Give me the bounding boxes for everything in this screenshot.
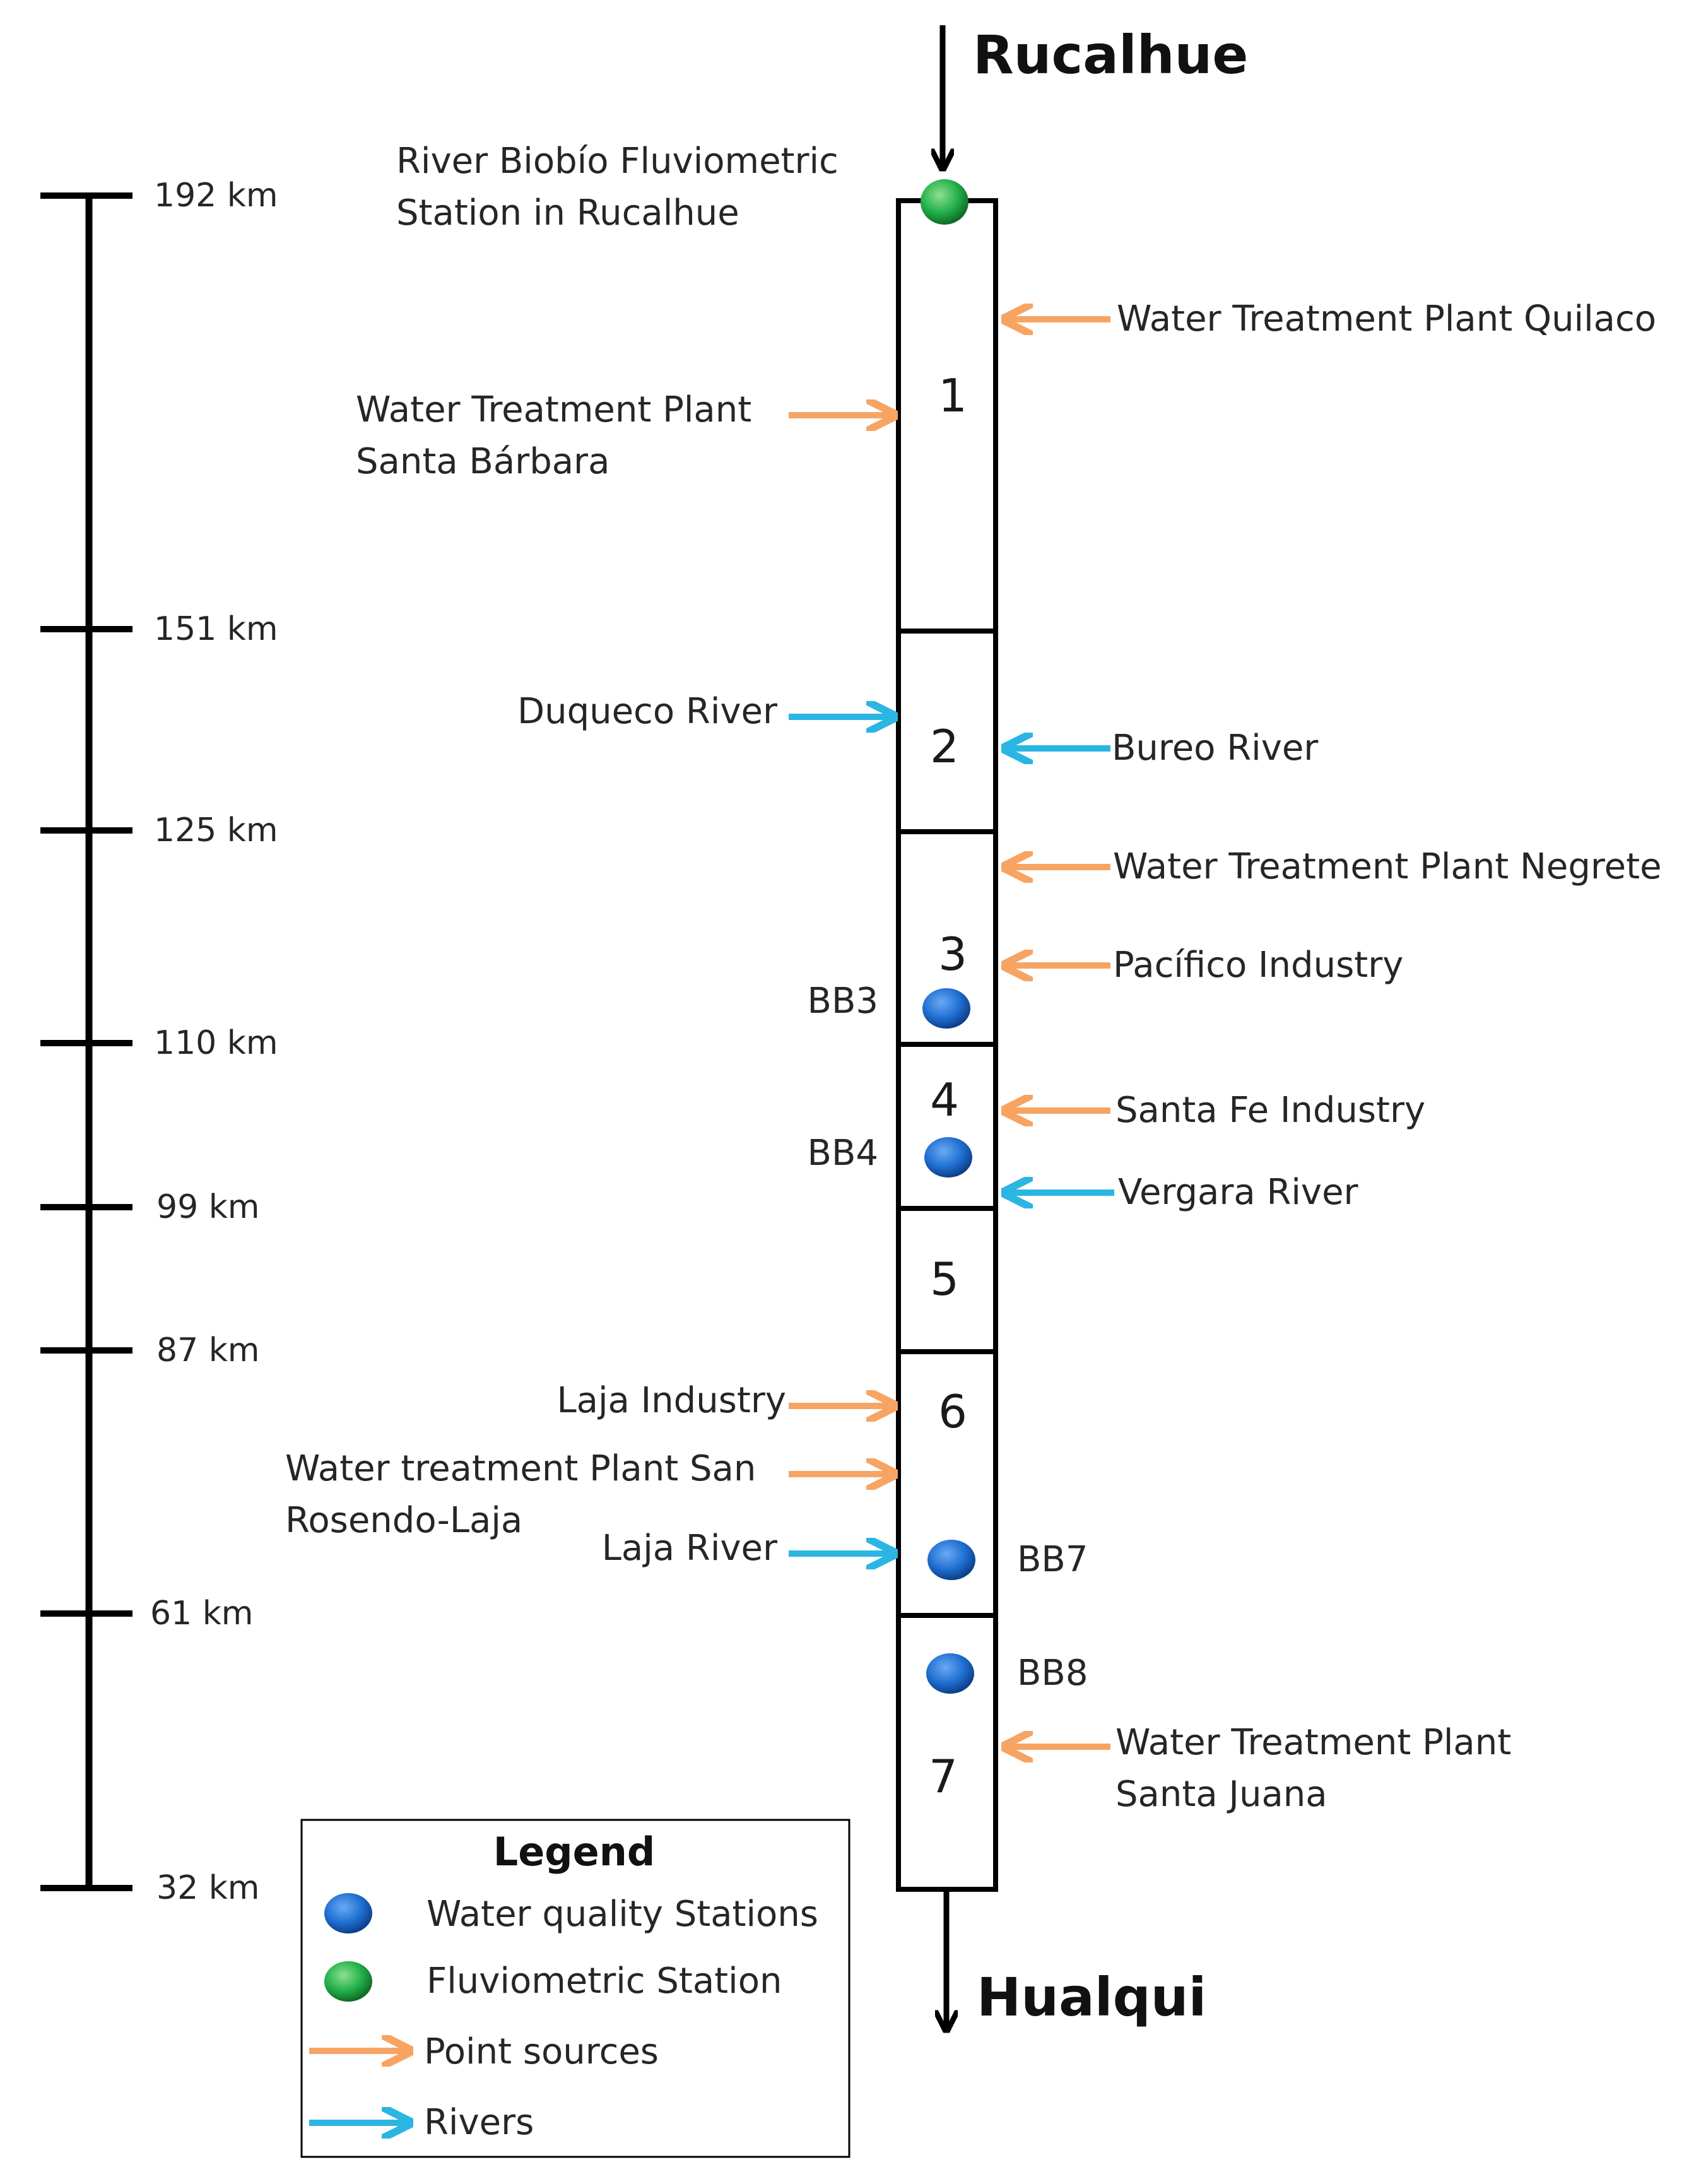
- segment-1-label: 1: [938, 369, 967, 422]
- laja-industry-label: Laja Industry: [556, 1380, 786, 1421]
- scale-label-61: 61 km: [150, 1595, 253, 1632]
- legend-water-quality-marker: [324, 1893, 372, 1933]
- station-bb8-label: BB8: [1017, 1653, 1088, 1694]
- river-channel: [896, 198, 998, 1892]
- wtp-san-rosendo-label-line1: Water treatment Plant San: [285, 1448, 756, 1489]
- station-bb7-marker: [927, 1540, 975, 1580]
- wtp-san-rosendo-label-line2: Rosendo-Laja: [285, 1500, 522, 1541]
- scale-label-151: 151 km: [154, 610, 278, 648]
- fluviometric-station-label-line2: Station in Rucalhue: [396, 192, 739, 233]
- segment-6-label: 6: [938, 1385, 967, 1438]
- station-bb7-label: BB7: [1017, 1539, 1088, 1580]
- scale-label-32: 32 km: [156, 1869, 259, 1907]
- bureo-river-label: Bureo River: [1112, 728, 1319, 769]
- legend-rivers-label: Rivers: [424, 2102, 534, 2143]
- wtp-santa-barbara-label-line1: Water Treatment Plant: [356, 389, 751, 430]
- station-bb4-label: BB4: [808, 1133, 878, 1174]
- laja-river-label: Laja River: [602, 1528, 778, 1569]
- legend-fluviometric-marker: [324, 1961, 372, 2002]
- legend-water-quality-label: Water quality Stations: [427, 1894, 818, 1935]
- segment-3-label: 3: [938, 928, 967, 981]
- scale-label-87: 87 km: [156, 1331, 259, 1369]
- wtp-negrete-label: Water Treatment Plant Negrete: [1113, 846, 1662, 887]
- wtp-santa-juana-label-line1: Water Treatment Plant: [1115, 1722, 1511, 1763]
- segment-5-label: 5: [930, 1253, 959, 1306]
- station-bb4-marker: [924, 1137, 972, 1178]
- distance-scale: 192 km 151 km 125 km 110 km 99 km 87 km …: [40, 177, 278, 1907]
- legend-fluviometric-label: Fluviometric Station: [427, 1961, 782, 2002]
- fluviometric-station-marker: [921, 179, 968, 225]
- segment-4-label: 4: [930, 1073, 959, 1126]
- station-bb8-marker: [926, 1653, 974, 1694]
- scale-label-125: 125 km: [154, 812, 278, 849]
- scale-label-192: 192 km: [154, 177, 278, 215]
- wtp-santa-barbara-label-line2: Santa Bárbara: [356, 441, 609, 482]
- pacifico-industry-label: Pacífico Industry: [1113, 945, 1403, 986]
- downstream-label: Hualqui: [977, 1966, 1206, 2028]
- legend-title: Legend: [493, 1829, 656, 1875]
- segment-2-label: 2: [930, 720, 959, 773]
- scale-label-99: 99 km: [156, 1188, 259, 1226]
- fluviometric-station-label-line1: River Biobío Fluviometric: [396, 141, 839, 182]
- segment-7-label: 7: [929, 1750, 958, 1803]
- legend: Legend Water quality Stations Fluviometr…: [300, 1819, 850, 2158]
- vergara-river-label: Vergara River: [1118, 1172, 1359, 1213]
- wtp-santa-juana-label-line2: Santa Juana: [1115, 1774, 1327, 1815]
- santa-fe-industry-label: Santa Fe Industry: [1115, 1090, 1425, 1131]
- wtp-quilaco-label: Water Treatment Plant Quilaco: [1117, 298, 1656, 339]
- duqueco-river-label: Duqueco River: [517, 691, 778, 732]
- station-bb3-marker: [922, 988, 970, 1029]
- legend-point-sources-label: Point sources: [424, 2031, 659, 2072]
- scale-label-110: 110 km: [154, 1024, 278, 1062]
- upstream-label: Rucalhue: [973, 24, 1248, 86]
- station-bb3-label: BB3: [808, 981, 878, 1022]
